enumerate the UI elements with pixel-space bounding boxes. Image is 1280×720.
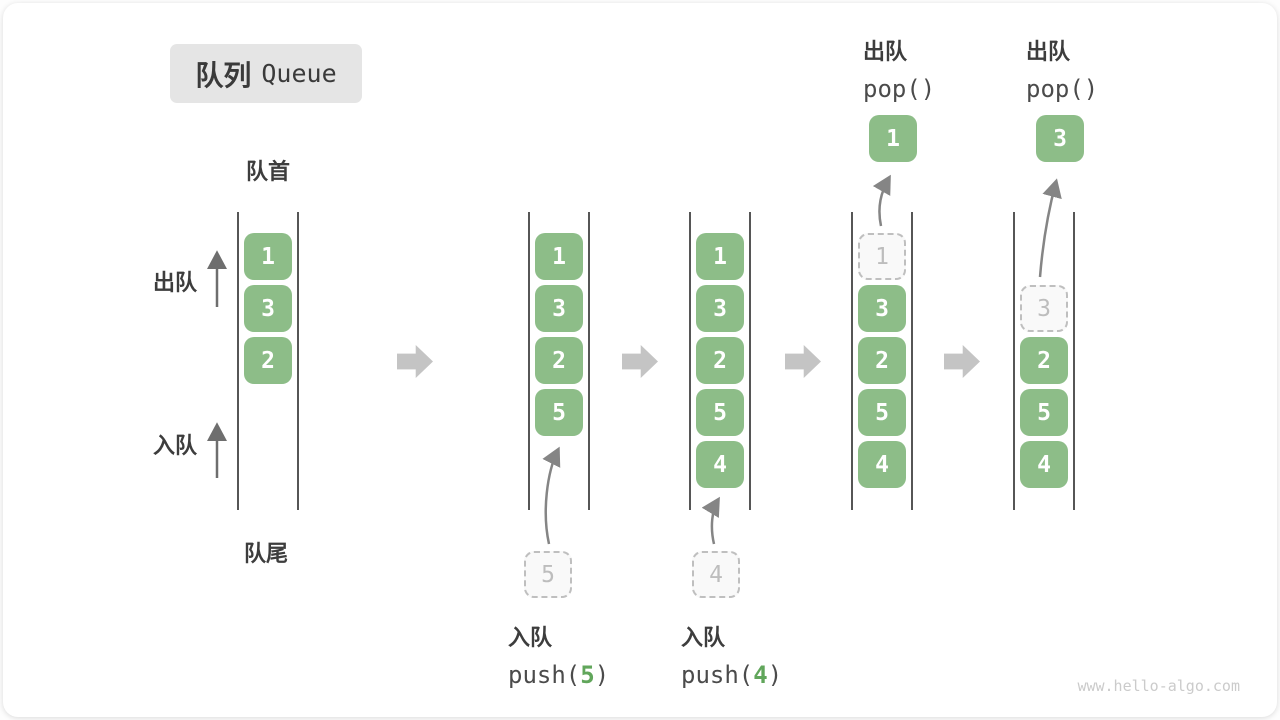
pop-operation-1: 出队 pop() — [863, 34, 935, 103]
push-arg: 4 — [753, 661, 768, 689]
queue-element: 4 — [1020, 441, 1068, 488]
push-label-zh: 入队 — [508, 625, 553, 650]
incoming-element: 5 — [524, 551, 572, 598]
queue-wall-right — [1073, 212, 1075, 510]
queue-element: 4 — [858, 441, 906, 488]
queue-element: 3 — [244, 285, 292, 332]
queue-element: 2 — [858, 337, 906, 384]
push-label-zh: 入队 — [681, 625, 726, 650]
queue-element: 2 — [535, 337, 583, 384]
pop-code: pop() — [1026, 75, 1099, 103]
queue-element: 2 — [696, 337, 744, 384]
queue-element: 2 — [1020, 337, 1068, 384]
push-fn-open: push( — [681, 661, 754, 689]
label-enqueue: 入队 — [153, 433, 198, 458]
push-operation-5: 入队 push(5) — [508, 620, 609, 689]
queue-wall-right — [911, 212, 913, 510]
push-operation-4: 入队 push(4) — [681, 620, 782, 689]
queue-wall-left — [689, 212, 691, 510]
pop-operation-2: 出队 pop() — [1026, 34, 1098, 103]
queue-wall-left — [528, 212, 530, 510]
queue-wall-right — [749, 212, 751, 510]
title-en: Queue — [261, 59, 337, 88]
queue-element: 3 — [858, 285, 906, 332]
push-arg: 5 — [580, 661, 595, 689]
queue-element: 5 — [696, 389, 744, 436]
queue-element: 4 — [696, 441, 744, 488]
queue-wall-left — [1013, 212, 1015, 510]
push-code: push(4) — [681, 661, 782, 689]
queue-element: 5 — [535, 389, 583, 436]
queue-wall-right — [297, 212, 299, 510]
push-fn-open: push( — [508, 661, 581, 689]
popped-element: 3 — [1036, 115, 1084, 162]
queue-element: 1 — [696, 233, 744, 280]
pop-code: pop() — [863, 75, 936, 103]
push-fn-close: ) — [767, 661, 783, 689]
queue-wall-left — [237, 212, 239, 510]
queue-element: 5 — [1020, 389, 1068, 436]
queue-element: 3 — [696, 285, 744, 332]
label-queue-rear: 队尾 — [243, 541, 288, 566]
queue-element: 1 — [535, 233, 583, 280]
queue-element-dashed: 1 — [858, 233, 906, 280]
title-zh: 队列 — [195, 59, 252, 91]
label-queue-front: 队首 — [245, 159, 290, 184]
push-fn-close: ) — [594, 661, 610, 689]
queue-element-dashed: 3 — [1020, 285, 1068, 332]
queue-element: 2 — [244, 337, 292, 384]
queue-wall-right — [588, 212, 590, 510]
queue-wall-left — [851, 212, 853, 510]
queue-element: 5 — [858, 389, 906, 436]
popped-element: 1 — [869, 115, 917, 162]
incoming-element: 4 — [692, 551, 740, 598]
pop-label-zh: 出队 — [1026, 39, 1071, 64]
title-badge: 队列 Queue — [170, 44, 362, 103]
queue-element: 3 — [535, 285, 583, 332]
push-code: push(5) — [508, 661, 609, 689]
queue-element: 1 — [244, 233, 292, 280]
watermark: www.hello-algo.com — [1077, 677, 1240, 695]
pop-label-zh: 出队 — [863, 39, 908, 64]
label-dequeue: 出队 — [153, 270, 198, 295]
